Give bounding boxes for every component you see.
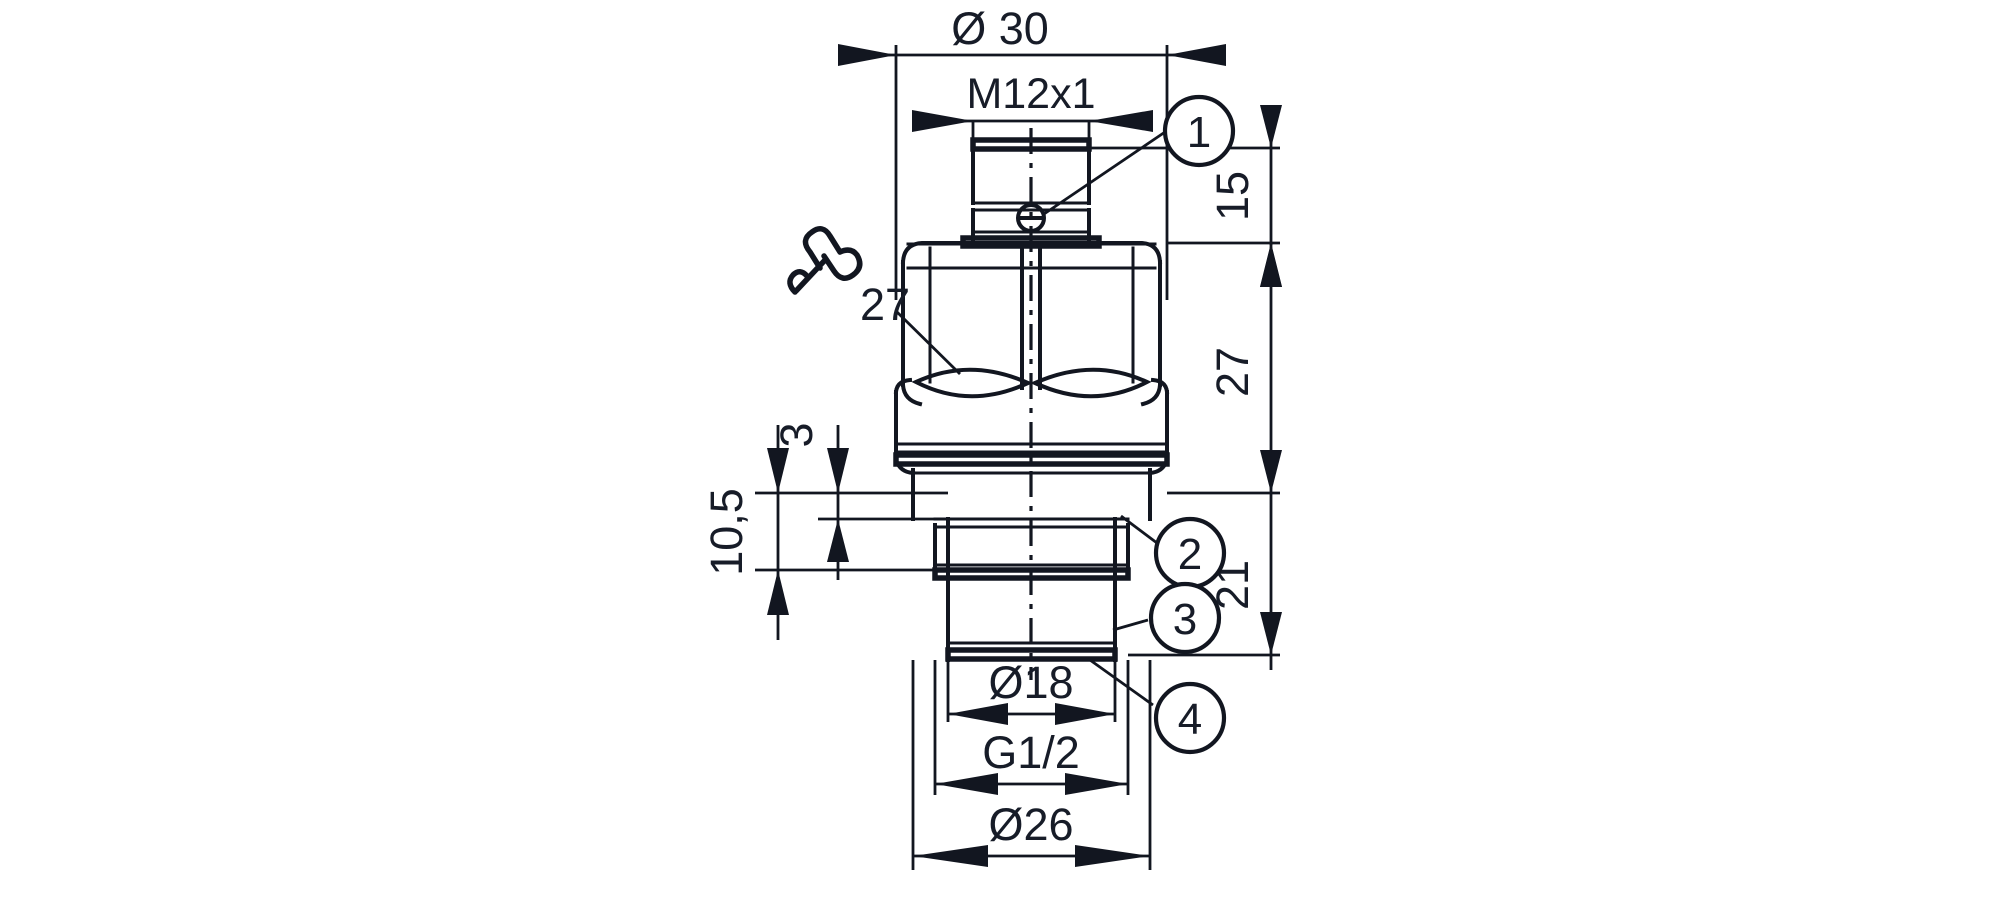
callout-3[interactable]: 3 — [1112, 581, 1222, 655]
dim-label-diameter-flange: Ø26 — [988, 799, 1073, 850]
dim-label-outer-diameter-top: Ø 30 — [951, 3, 1049, 54]
callout-1-label: 1 — [1187, 108, 1211, 157]
callout-4-label: 4 — [1178, 695, 1202, 744]
wrench-leader-line — [896, 311, 961, 375]
dim-label-thread-process: G1/2 — [982, 727, 1080, 778]
wrench-callout: 27 — [787, 226, 961, 375]
dim-label-diameter-seal: Ø18 — [988, 657, 1073, 708]
dim-label-height-middle: 27 — [1207, 347, 1258, 397]
callout-4-circle — [1153, 681, 1227, 755]
dimension-diameter-seal: Ø18 — [946, 657, 1117, 725]
callout-2-leader — [1120, 514, 1158, 545]
dimension-thread-length: 10,5 — [701, 425, 948, 640]
dimension-outer-diameter-top: Ø 30 — [838, 3, 1226, 300]
callout-4[interactable]: 4 — [1089, 658, 1227, 755]
dim-label-wrench-size: 27 — [860, 279, 910, 330]
dim-label-seal-offset: 3 — [771, 422, 822, 447]
dimension-thread-top: M12x1 — [912, 70, 1153, 150]
callout-1[interactable]: 1 — [1043, 94, 1236, 216]
dim-label-thread-top: M12x1 — [966, 70, 1095, 118]
callout-3-circle — [1148, 581, 1222, 655]
dimension-thread-process: G1/2 — [933, 660, 1130, 795]
dim-label-height-upper: 15 — [1207, 171, 1258, 221]
wrench-icon — [787, 226, 863, 295]
callout-3-label: 3 — [1173, 595, 1197, 644]
callout-1-leader — [1043, 128, 1169, 216]
callout-2[interactable]: 2 — [1120, 514, 1227, 590]
part-geometry — [893, 128, 1170, 680]
dimension-height-middle: 27 — [1167, 243, 1282, 495]
dimension-seal-offset: 3 — [771, 422, 948, 580]
callout-3-leader — [1112, 618, 1149, 632]
dimension-diameter-flange: Ø26 — [911, 660, 1152, 870]
callout-4-leader — [1089, 658, 1154, 707]
callout-1-circle — [1162, 94, 1236, 168]
callout-2-label: 2 — [1178, 530, 1202, 579]
dim-label-thread-length: 10,5 — [701, 488, 752, 576]
